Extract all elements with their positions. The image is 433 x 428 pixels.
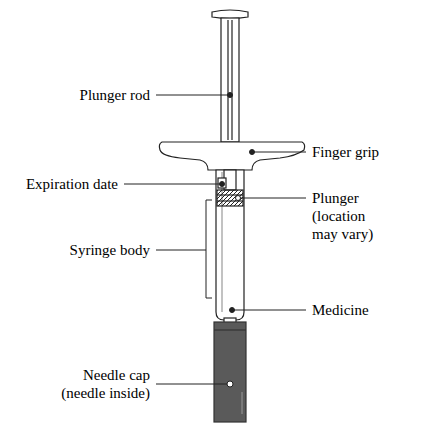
syringe-body [216, 170, 244, 320]
part-label: Finger grip [312, 143, 379, 161]
leader-line [124, 184, 222, 185]
part-label: Needle cap (needle inside) [42, 366, 150, 402]
plunger-stopper [217, 190, 243, 206]
leader-line [252, 152, 306, 153]
leader-line [156, 95, 230, 96]
needle-cap [214, 322, 246, 422]
bracket [206, 200, 212, 298]
date-print [218, 178, 226, 188]
part-label: Expiration date [26, 175, 118, 193]
leader-dot [250, 150, 255, 155]
plunger-rod [221, 18, 239, 142]
part-label: Plunger rod [80, 86, 150, 104]
rod-rib [227, 20, 228, 140]
finger-grip [159, 142, 304, 170]
leader-dot [236, 196, 241, 201]
leader-dot [230, 308, 235, 313]
part-label: Medicine [312, 301, 369, 319]
cap-rim [214, 329, 246, 330]
plunger-flange [212, 10, 248, 19]
part-label: Plunger (location may vary) [312, 189, 390, 243]
cap-code [242, 392, 243, 414]
leader-line [232, 310, 306, 311]
rod-rib [231, 20, 232, 140]
leader-dot [228, 93, 233, 98]
leader-dot [220, 182, 225, 187]
leader-line [156, 384, 230, 385]
leader-dot [227, 381, 233, 387]
part-label: Syringe body [70, 241, 150, 259]
leader-line [156, 250, 206, 251]
leader-line [238, 198, 306, 199]
